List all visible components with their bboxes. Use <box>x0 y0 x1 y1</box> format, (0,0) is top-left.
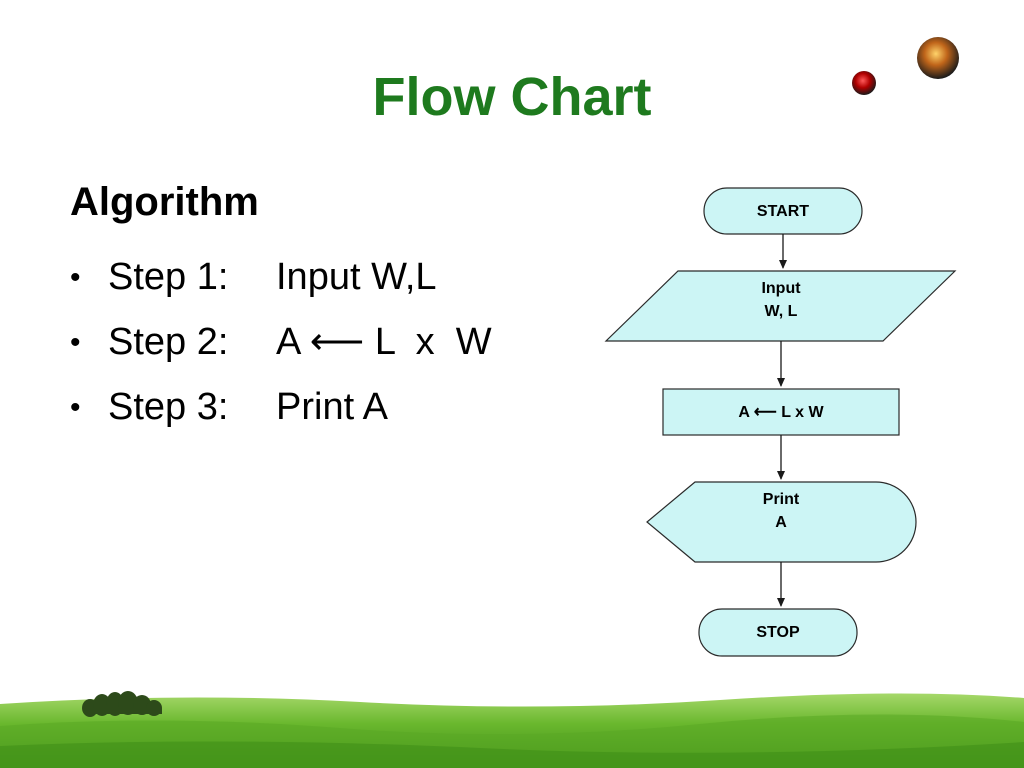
bullet-icon: • <box>70 391 81 424</box>
process-rectangle <box>662 388 900 436</box>
step-label: Step 3: <box>108 386 229 428</box>
step-content: A ⟵ L x W <box>276 321 492 363</box>
process-label: A ⟵ L x W <box>738 404 824 421</box>
step-item: • Step 3: Print A <box>70 375 492 440</box>
tree-line-icon <box>82 691 162 717</box>
bullet-icon: • <box>70 326 81 359</box>
small-orb-icon <box>852 71 876 95</box>
step-label: Step 2: <box>108 321 229 363</box>
input-label: Input W, L <box>761 280 801 320</box>
large-orb-icon <box>917 37 959 79</box>
bullet-icon: • <box>70 261 81 294</box>
algorithm-heading: Algorithm <box>70 180 259 224</box>
slide-title: Flow Chart <box>372 67 652 127</box>
step-content: Input W,L <box>276 256 437 298</box>
grass-landscape <box>0 691 1024 768</box>
output-label: Print A <box>762 491 800 531</box>
algorithm-steps: • Step 1: Input W,L • Step 2: A ⟵ L x W … <box>70 245 492 440</box>
start-label: START <box>756 203 810 220</box>
input-parallelogram <box>604 270 957 342</box>
step-content: Print A <box>276 386 388 428</box>
stop-label: STOP <box>756 624 800 641</box>
stop-terminator <box>698 608 858 657</box>
step-item: • Step 2: A ⟵ L x W <box>70 310 492 375</box>
decorative-orbs <box>852 37 959 95</box>
step-label: Step 1: <box>108 256 229 298</box>
step-item: • Step 1: Input W,L <box>70 245 492 310</box>
output-display-shape <box>646 481 917 563</box>
